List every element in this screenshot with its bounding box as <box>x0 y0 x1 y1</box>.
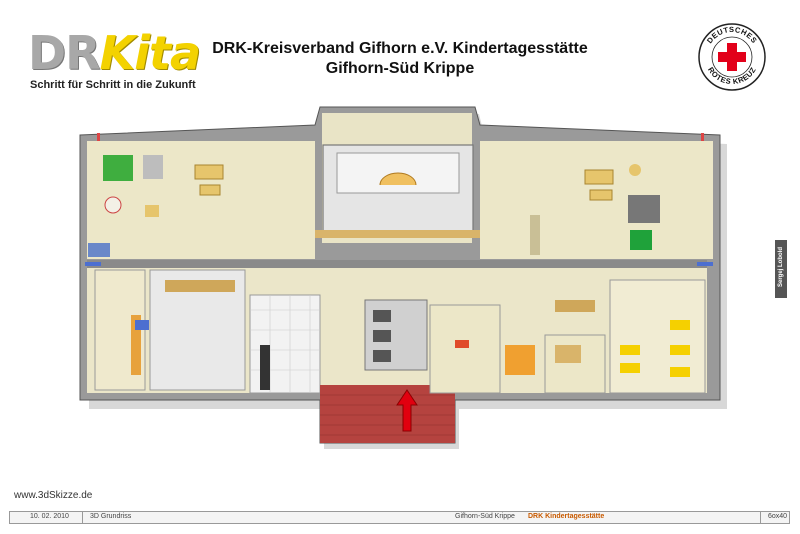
footer-divider <box>82 512 83 523</box>
entrance-arrow-icon <box>396 389 418 432</box>
footer-organisation: DRK Kindertagesstätte <box>528 513 605 520</box>
green-play-mat <box>103 155 133 181</box>
footer-scale: 6ox40 <box>768 513 788 520</box>
logo-slogan: Schritt für Schritt in die Zukunft <box>30 79 196 91</box>
green-corner <box>630 230 652 250</box>
author-label: Sergej Lobold <box>775 240 787 298</box>
page-subtitle: Gifhorn-Süd Krippe <box>325 60 475 77</box>
red-cross-seal-icon: DEUTSCHES ROTES KREUZ <box>698 23 766 91</box>
logo-dr: DR <box>28 26 101 80</box>
footer-drawing-type: 3D Grundriss <box>90 513 132 520</box>
entrance-brick-path <box>320 385 455 443</box>
website-link[interactable]: www.3dSkizze.de <box>14 490 93 501</box>
footer-date: 10. 02. 2010 <box>30 513 69 520</box>
floor-plan-illustration <box>79 106 727 449</box>
author-name: Sergej Lobold <box>778 247 784 288</box>
drkita-logo: DRKita <box>28 30 201 76</box>
logo-kita: Kita <box>99 26 201 80</box>
page-title: DRK-Kreisverband Gifhorn e.V. Kindertage… <box>212 40 588 57</box>
footer-info-bar: 10. 02. 2010 3D Grundriss Gifhorn-Süd Kr… <box>9 511 790 524</box>
footer-project: Gifhorn-Süd Krippe <box>455 513 515 520</box>
logo-wordmark: DRKita <box>28 30 201 76</box>
footer-divider-2 <box>760 512 761 523</box>
